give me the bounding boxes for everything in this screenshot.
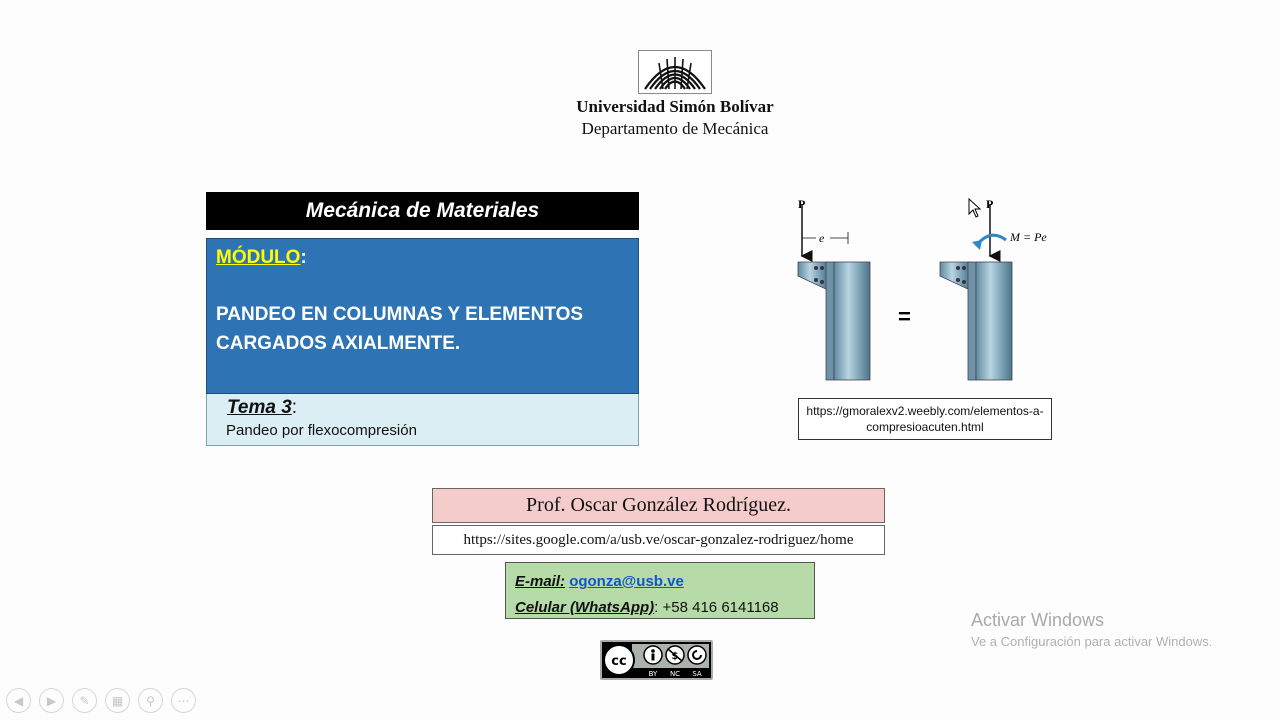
activation-watermark-title: Activar Windows bbox=[971, 610, 1105, 630]
theme-box: Tema 3: Pandeo por flexocompresión bbox=[206, 394, 639, 446]
module-colon: : bbox=[300, 247, 307, 268]
left-column bbox=[797, 204, 871, 381]
pen-icon[interactable]: ✎ bbox=[72, 688, 97, 713]
phone-row: Celular (WhatsApp): +58 416 6141168 bbox=[515, 595, 805, 621]
phone-number: +58 416 6141168 bbox=[662, 599, 779, 616]
module-heading: MÓDULO: bbox=[216, 247, 629, 269]
university-name: Universidad Simón Bolívar bbox=[576, 97, 774, 116]
department-name: Departamento de Mecánica bbox=[581, 119, 769, 138]
theme-label: Tema 3 bbox=[227, 397, 292, 418]
email-link[interactable]: ogonza@usb.ve bbox=[569, 573, 684, 590]
equals-sign: = bbox=[898, 304, 911, 329]
load-label-left: P bbox=[798, 197, 805, 211]
slides-icon[interactable]: ▦ bbox=[105, 688, 130, 713]
activation-watermark-subtitle: Ve a Configuración para activar Windows. bbox=[971, 634, 1213, 649]
usb-logo-icon bbox=[638, 50, 712, 94]
professor-name: Prof. Oscar González Rodríguez. bbox=[432, 488, 885, 523]
eccentricity-label: e bbox=[819, 231, 825, 245]
mouse-cursor-icon bbox=[968, 197, 982, 223]
previous-icon[interactable]: ◀ bbox=[6, 688, 31, 713]
phone-label: Celular (WhatsApp) bbox=[515, 599, 655, 616]
next-icon[interactable]: ▶ bbox=[39, 688, 64, 713]
svg-text:cc: cc bbox=[611, 654, 626, 669]
slideshow-toolbar: ◀ ▶ ✎ ▦ ⚲ ⋯ bbox=[6, 688, 196, 716]
column-diagram: P e = P M = Pe bbox=[786, 190, 1076, 385]
module-text: PANDEO EN COLUMNAS Y ELEMENTOS CARGADOS … bbox=[216, 304, 584, 354]
course-title: Mecánica de Materiales bbox=[206, 192, 639, 230]
email-label: E-mail: bbox=[515, 573, 566, 590]
professor-site-link[interactable]: https://sites.google.com/a/usb.ve/oscar-… bbox=[432, 525, 885, 555]
load-label-right: P bbox=[986, 197, 993, 211]
phone-colon: : bbox=[654, 599, 659, 616]
cc-tag-sa: SA bbox=[692, 670, 702, 678]
email-row: E-mail: ogonza@usb.ve bbox=[515, 569, 805, 595]
svg-text:$: $ bbox=[672, 651, 679, 662]
theme-text: Pandeo por flexocompresión bbox=[226, 422, 417, 439]
cc-tag-by: BY bbox=[649, 670, 658, 678]
cc-tag-nc: NC bbox=[670, 670, 680, 678]
right-column bbox=[939, 204, 1013, 381]
module-label: MÓDULO bbox=[216, 247, 301, 268]
theme-colon: : bbox=[291, 397, 298, 418]
cc-by-nc-sa-icon: cc $ BY NC SA bbox=[600, 640, 713, 680]
image-source-link[interactable]: https://gmoralexv2.weebly.com/elementos-… bbox=[798, 398, 1052, 440]
moment-label: M = Pe bbox=[1009, 230, 1047, 244]
more-icon[interactable]: ⋯ bbox=[171, 688, 196, 713]
theme-heading: Tema 3: bbox=[227, 397, 618, 419]
contact-box: E-mail: ogonza@usb.ve Celular (WhatsApp)… bbox=[505, 562, 815, 619]
zoom-icon[interactable]: ⚲ bbox=[138, 688, 163, 713]
module-box: MÓDULO: PANDEO EN COLUMNAS Y ELEMENTOS C… bbox=[206, 238, 639, 394]
